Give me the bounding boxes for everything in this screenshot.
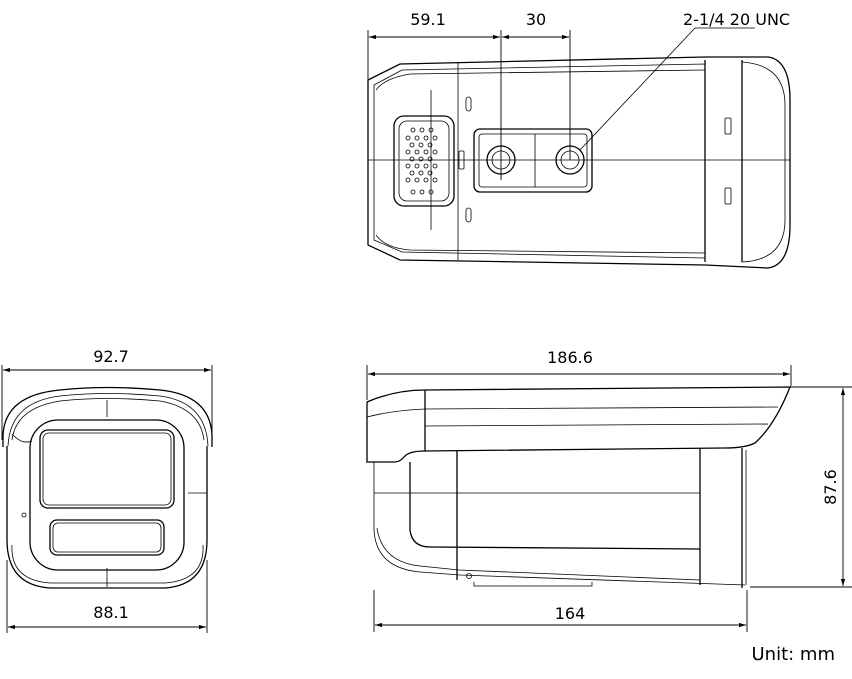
dim-92-7: 92.7	[93, 347, 129, 366]
unit-label: Unit: mm	[752, 644, 836, 665]
side-view: 186.6 164 87.6	[366, 348, 852, 632]
dim-164: 164	[555, 604, 586, 623]
dim-87-6: 87.6	[821, 469, 840, 505]
top-view: 59.1 30 2-1/4 20 UNC	[367, 10, 791, 269]
dim-59-1: 59.1	[410, 10, 446, 29]
front-view: 92.7 88.1	[1, 347, 213, 633]
dim-186-6: 186.6	[547, 348, 593, 367]
speaker-grille	[405, 127, 438, 195]
mounting-plate	[473, 128, 593, 193]
thread-callout: 2-1/4 20 UNC	[683, 10, 790, 29]
dim-88-1: 88.1	[93, 603, 129, 622]
dim-30: 30	[526, 10, 546, 29]
